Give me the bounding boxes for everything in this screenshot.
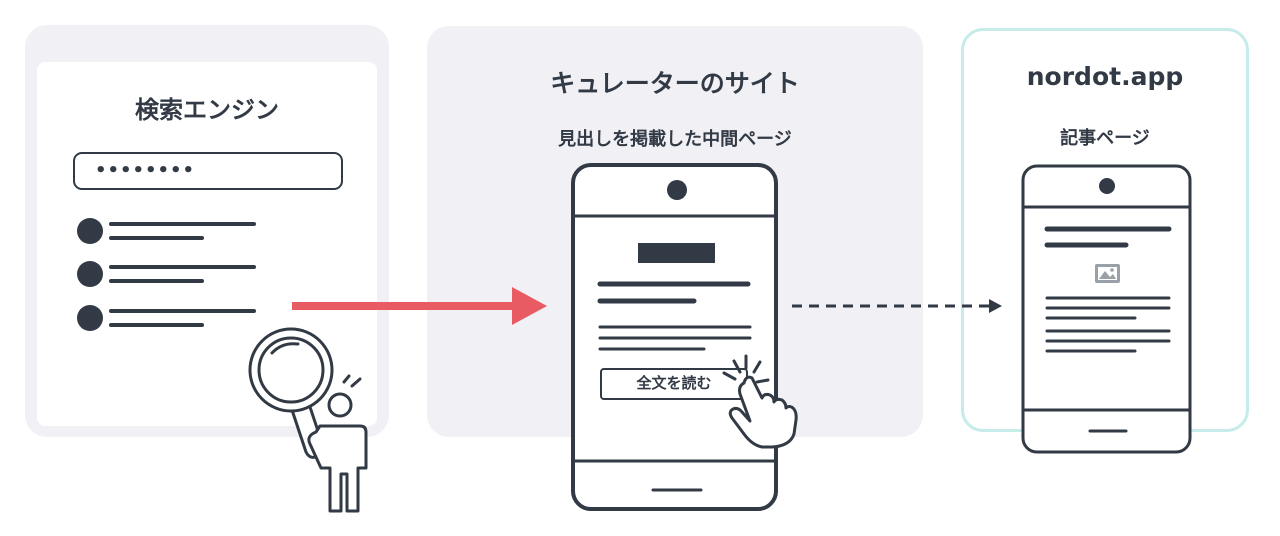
curator-site-title: キュレーターのサイト <box>550 69 800 98</box>
search-input[interactable]: •••••••• <box>73 152 343 190</box>
dashed-arrow <box>792 299 1002 313</box>
search-result-list <box>77 218 256 331</box>
search-result[interactable] <box>77 305 256 331</box>
nordot-title: nordot.app <box>1026 62 1184 91</box>
curator-site-subtitle: 見出しを掲載した中間ページ <box>558 129 792 150</box>
curator-page-content <box>597 243 752 351</box>
search-engine-panel <box>25 25 389 437</box>
magnifier-icon <box>248 327 334 459</box>
nordot-article-content <box>1044 226 1172 353</box>
search-engine-title: 検索エンジン <box>135 96 279 124</box>
nordot-subtitle: 記事ページ <box>1060 128 1150 149</box>
search-query: •••••••• <box>95 160 196 181</box>
person-icon <box>307 374 368 513</box>
red-arrow <box>292 287 547 325</box>
search-result[interactable] <box>77 261 256 287</box>
search-result[interactable] <box>77 218 256 244</box>
image-icon <box>1095 264 1120 283</box>
